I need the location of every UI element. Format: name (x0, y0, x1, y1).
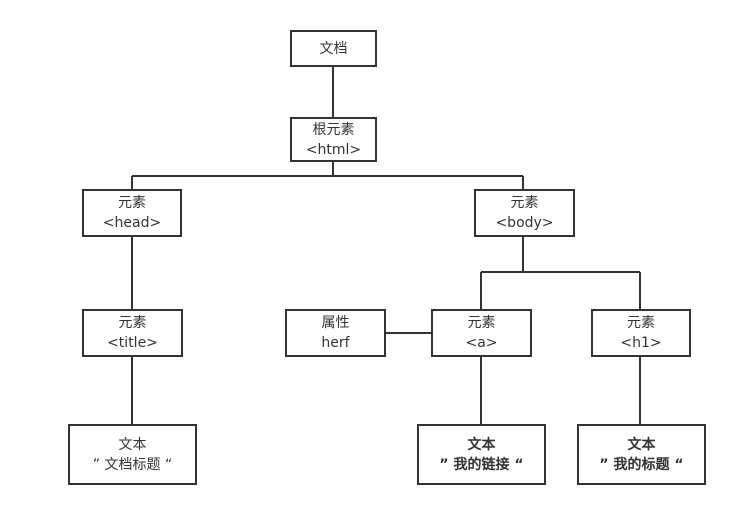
node-text-title-label: 文本 (118, 436, 147, 453)
node-body-label: 元素 (510, 195, 539, 211)
node-text-link-label: 文本 (467, 436, 496, 453)
node-h1-label: 元素 (627, 315, 655, 331)
node-title-label: 元素 (118, 315, 147, 331)
node-text-title: 文本 ” 文档标题 “ (68, 424, 197, 485)
node-title: 元素 <title> (82, 309, 183, 357)
node-attribute-herf: 属性 herf (285, 309, 386, 357)
node-attr-label: 属性 (321, 315, 350, 331)
node-head-tag: <head> (102, 215, 162, 231)
node-attr-name: herf (321, 335, 350, 351)
node-root-tag: <html> (305, 141, 362, 158)
node-text-heading: 文本 ” 我的标题 “ (577, 424, 706, 485)
node-head-label: 元素 (118, 195, 146, 211)
node-document: 文档 (290, 30, 377, 67)
node-a: 元素 <a> (431, 309, 532, 357)
node-body-tag: <body> (495, 215, 554, 231)
node-body: 元素 <body> (474, 189, 575, 237)
node-h1-tag: <h1> (620, 335, 662, 351)
node-h1: 元素 <h1> (591, 309, 691, 357)
node-document-label: 文档 (319, 40, 348, 57)
node-title-tag: <title> (107, 335, 158, 351)
node-text-heading-value: ” 我的标题 “ (599, 456, 684, 473)
node-root-html: 根元素 <html> (290, 117, 377, 162)
node-text-link-value: ” 我的链接 “ (439, 456, 524, 473)
node-text-title-value: ” 文档标题 “ (92, 456, 173, 473)
node-text-link: 文本 ” 我的链接 “ (417, 424, 546, 485)
node-text-heading-label: 文本 (627, 436, 656, 453)
node-root-label: 根元素 (312, 121, 355, 138)
node-a-tag: <a> (465, 335, 498, 351)
node-head: 元素 <head> (82, 189, 182, 237)
node-a-label: 元素 (467, 315, 496, 331)
